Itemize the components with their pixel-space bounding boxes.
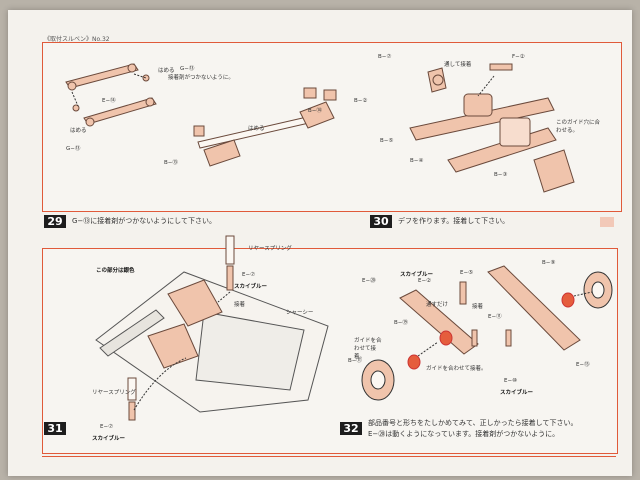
label: リヤースプリング [92,390,136,396]
step32-brake-disc [361,271,613,401]
label: はめる [248,126,265,132]
step-instruction-32-line1: 部品番号と形ちをたしかめてみて、正しかったら接着して下さい。 [368,419,578,427]
step-number-29: 29 [44,215,66,228]
label: スカイブルー [400,272,434,278]
label: B−⑲ [394,320,408,326]
step31-spring-coil-bottom [127,377,137,421]
label: E−⑩ [504,378,518,384]
label: リヤースプリング [248,246,292,252]
instruction-page: 《取付スルベン》No.32 [8,10,632,476]
label: E−⑪ [488,314,502,320]
label: B−⑦ [378,54,392,60]
label: F−② [512,54,525,60]
label: E−⑭ [102,98,116,104]
label: スカイブルー [92,436,126,442]
label: 接着 [234,302,246,308]
step30-pin [489,63,513,71]
label: E−⑦ [100,424,114,430]
step-number-32: 32 [340,422,362,435]
label: B−⑤ [380,138,394,144]
step-number-31: 31 [44,422,66,435]
label: E−② [418,278,432,284]
label: スカイブルー [234,284,268,290]
label: シャーシー [286,310,314,316]
step29-rail-lower [83,97,157,127]
step29-rail-upper [65,63,139,91]
step-number-30: 30 [370,215,392,228]
step32-arm-right [487,265,581,351]
label: ガイドを合わせて接着。 [354,338,382,360]
label: G−⑬ [66,146,81,152]
label: ガイドを合わせて接着。 [426,366,487,372]
label: 通すだけ [426,302,449,308]
label: はめる [158,68,175,74]
label: E−⑬ [576,362,590,368]
step-instruction-29: G−⑬に接着剤がつかないようにして下さい。 [72,217,216,225]
step30-lower-frame [447,117,557,173]
label: はめる [70,128,87,134]
step31-chassis [95,271,329,413]
label: スカイブルー [500,390,534,396]
top-illustrations [65,63,575,193]
label: B−④ [410,158,424,164]
label: このガイド穴に合わせる。 [556,120,601,134]
step30-cover [533,149,575,193]
step32-pins [459,281,512,347]
label: B−⑨ [542,260,556,266]
bottom-illustrations [95,235,613,421]
label: 接着 [472,304,484,310]
step32-hubs [407,292,575,370]
step29-bolt-1 [72,74,150,112]
step29-driveshaft [193,87,337,167]
step-instruction-32-line2: E−⑳は動くようになっています。接着剤がつかないように。 [368,430,560,438]
label: B−② [354,98,368,104]
label: B−⑭ [308,108,322,114]
label: E−⑦ [242,272,256,278]
step30-axle-housing [409,67,555,141]
label: B−⑬ [164,160,178,166]
page-header: 《取付スルベン》No.32 [44,36,110,43]
bottom-rule [42,456,616,457]
label: E−⑳ [362,278,376,284]
step31-springs [147,279,223,369]
label: B−③ [494,172,508,178]
label: B−⑪ [348,358,362,364]
label: 接着剤がつかないように。 [168,75,234,81]
label: 通して接着 [444,62,472,68]
step-instruction-30: デフを作ります。接着して下さい。 [398,217,510,225]
side-tab-mark [600,217,614,227]
step31-spring-coil-top [225,235,235,291]
label: E−⑤ [460,270,474,276]
label: この部分は銀色 [96,268,135,274]
label: G−⑬ [180,66,195,72]
